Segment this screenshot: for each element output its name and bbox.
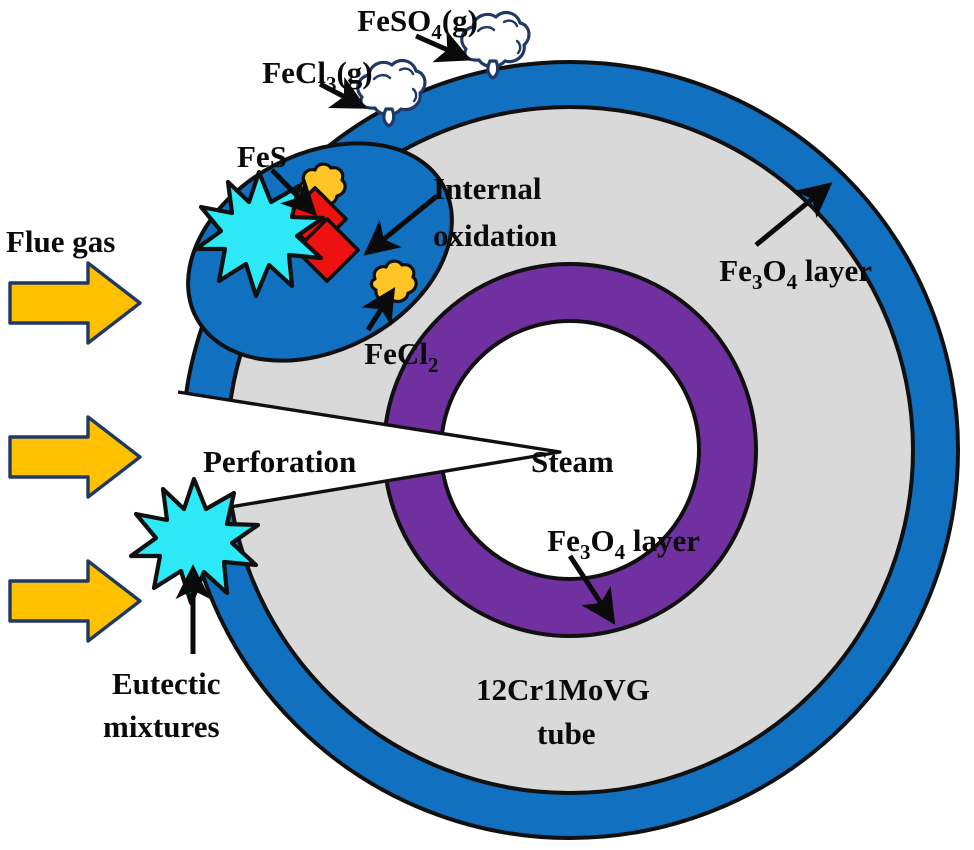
pointer-arrow-fe3o4-outer [754, 182, 833, 247]
pointer-arrow-internal-oxidation [363, 194, 439, 256]
tube-body [180, 60, 960, 840]
svg-text:Internal: Internal [433, 171, 542, 206]
svg-text:Fe3O4 layer: Fe3O4 layer [665, 253, 910, 294]
flue-gas-arrow [8, 559, 142, 643]
svg-text:Perforation: Perforation [203, 444, 356, 479]
label-fecl3-gas: FeCl3(g) [208, 55, 411, 96]
label-steam: Steam [531, 444, 614, 479]
flue-gas-arrow [8, 415, 142, 499]
svg-text:Fe3O4 layer: Fe3O4 layer [493, 523, 738, 564]
svg-text:FeCl3(g): FeCl3(g) [208, 55, 411, 96]
label-internal-oxidation: Internal oxidation [433, 171, 557, 253]
label-perforation: Perforation [203, 444, 356, 479]
pointer-arrow-feso4 [414, 30, 472, 63]
label-fecl2: FeCl2 [310, 336, 477, 379]
label-feso4-gas: FeSO4(g) [303, 3, 517, 44]
svg-text:Eutectic: Eutectic [112, 666, 220, 701]
svg-text:tube: tube [537, 716, 596, 751]
svg-text:oxidation: oxidation [433, 218, 557, 253]
svg-text:Flue gas: Flue gas [6, 224, 115, 259]
label-tube-material: 12Cr1MoVG tube [476, 672, 650, 751]
svg-text:FeS: FeS [237, 139, 287, 174]
label-flue-gas: Flue gas [6, 224, 115, 259]
pointer-arrow-fecl2 [361, 287, 396, 332]
label-fe3o4-outer-layer: Fe3O4 layer [665, 253, 910, 294]
svg-text:FeSO4(g): FeSO4(g) [303, 3, 517, 44]
label-fe3o4-inner-layer: Fe3O4 layer [493, 523, 738, 564]
svg-text:mixtures: mixtures [103, 709, 220, 744]
label-fes: FeS [237, 139, 287, 174]
pointer-arrow-fes [270, 168, 318, 217]
flue-gas-arrow [8, 261, 142, 345]
pointer-arrow-fe3o4-inner [567, 554, 616, 625]
svg-text:Steam: Steam [531, 444, 614, 479]
label-eutectic-mixtures: Eutectic mixtures [103, 666, 220, 744]
perforation-wedge [175, 390, 562, 518]
pointer-arrow-fecl3 [318, 76, 368, 109]
svg-text:12Cr1MoVG: 12Cr1MoVG [476, 672, 650, 707]
svg-text:FeCl2: FeCl2 [310, 336, 477, 379]
